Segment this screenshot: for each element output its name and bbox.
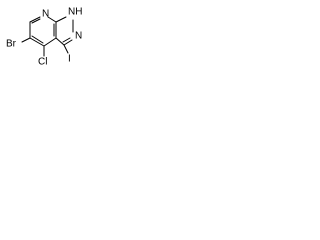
pyridine-ring — [29, 16, 57, 47]
bond-n2-c3-double — [62, 37, 71, 43]
atom-label-pyridine-n: N — [42, 9, 49, 20]
bond-c7a-n1 — [55, 16, 67, 23]
bond-c3-c3a — [55, 37, 65, 46]
atom-label-iodo: I — [68, 54, 71, 65]
atom-label-bromo: Br — [6, 39, 17, 50]
bond-n7-c6 — [29, 16, 41, 23]
bond-c3-i — [63, 44, 69, 54]
bond-c5-br — [21, 37, 31, 43]
bond-n7-c6-double — [31, 18, 41, 24]
bond-c7a-n7 — [47, 16, 57, 23]
bond-c4-c3a — [43, 37, 57, 47]
bond-n2-c3 — [63, 39, 73, 46]
atom-label-n: N — [75, 31, 82, 42]
bond-c5-c4-double — [31, 35, 44, 44]
structure-diagram: N NH N I Cl Br — [6, 7, 82, 68]
atom-label-nh: NH — [68, 7, 82, 18]
atom-label-chloro: Cl — [38, 57, 47, 68]
bond-c5-c4 — [29, 37, 45, 47]
pyrazole-ring — [55, 16, 74, 46]
